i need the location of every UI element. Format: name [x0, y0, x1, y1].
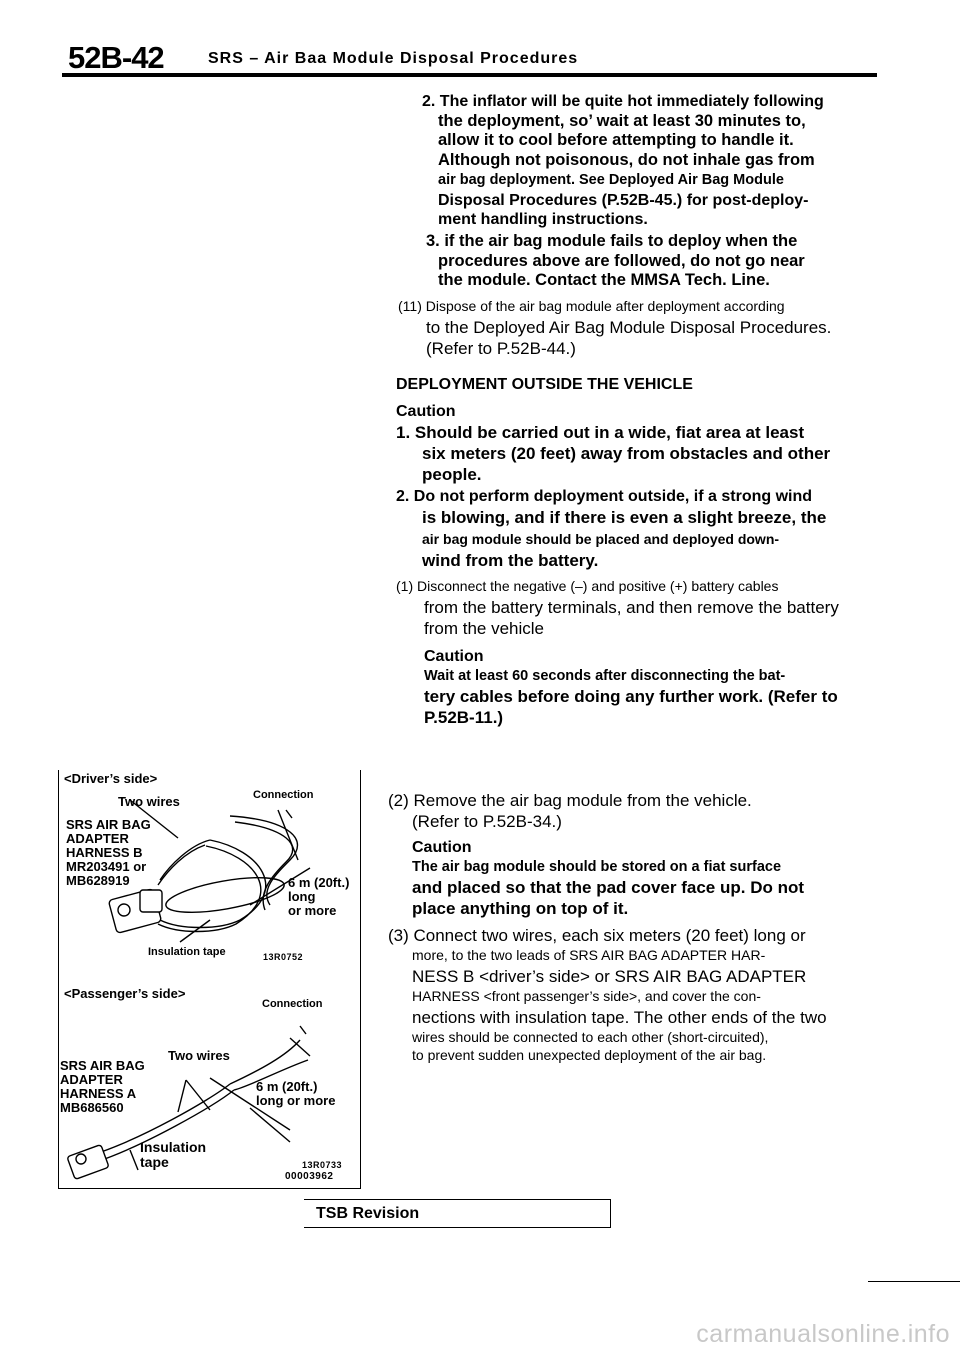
deployment-heading: DEPLOYMENT OUTSIDE THE VEHICLE [396, 375, 693, 393]
driver-tape-label: Insulation tape [148, 946, 226, 958]
tsb-revision-box [304, 1199, 611, 1228]
step-1: (1) Disconnect the negative (–) and posi… [396, 578, 839, 638]
top-text-column: 2. The inflator will be quite hot immedi… [396, 92, 874, 728]
corner-rule [868, 1281, 960, 1282]
driver-side-label: <Driver’s side> [64, 771, 158, 786]
passenger-side-label: <Passenger’s side> [64, 986, 186, 1001]
passenger-adapter-label: SRS AIR BAG ADAPTER HARNESS A MB686560 [60, 1058, 145, 1115]
caution-label-1: Caution [396, 403, 456, 421]
tsb-revision-label: TSB Revision [316, 1205, 420, 1222]
caution-1: 1. Should be carried out in a wide, fiat… [396, 423, 831, 485]
step-2: (2) Remove the air bag module from the v… [388, 791, 752, 831]
driver-connection-label: Connection [253, 789, 314, 801]
note-item-2: 2. The inflator will be quite hot immedi… [422, 93, 824, 229]
wiring-illustration [67, 799, 311, 1180]
passenger-two-wires-label: Two wires [168, 1048, 230, 1063]
driver-figure-code: 13R0752 [263, 952, 304, 962]
figure-id-code: 00003962 [285, 1171, 334, 1182]
header-rule [62, 73, 877, 77]
passenger-connection-label: Connection [262, 998, 323, 1010]
caution-label-2: Caution [424, 647, 484, 665]
header-title: SRS – Air Baa Module Disposal Procedures [208, 50, 579, 67]
driver-two-wires-label: Two wires [118, 794, 180, 809]
caution-wait: Wait at least 60 seconds after disconnec… [424, 667, 838, 728]
caution-2: 2. Do not perform deployment outside, if… [396, 488, 827, 571]
watermark: carmanualsonline.info [696, 1320, 950, 1348]
step-11: (11) Dispose of the air bag module after… [398, 298, 832, 358]
note-item-3: 3. if the air bag module fails to deploy… [426, 231, 805, 290]
driver-adapter-label: SRS AIR BAG ADAPTER HARNESS B MR203491 o… [66, 817, 151, 888]
step-3: (3) Connect two wires, each six meters (… [388, 926, 827, 1063]
driver-length-label: 6 m (20ft.) long or more [288, 875, 350, 918]
page-number: 52B-42 [68, 40, 165, 75]
passenger-length-label: 6 m (20ft.) long or more [256, 1079, 336, 1108]
caution-3: The air bag module should be stored on a… [412, 858, 805, 919]
lower-text-column: (2) Remove the air bag module from the v… [388, 790, 878, 1064]
figure-frame [58, 770, 361, 1189]
caution-label-3: Caution [412, 839, 472, 856]
passenger-tape-label: Insulation tape [140, 1139, 207, 1170]
passenger-figure-code: 13R0733 [302, 1160, 343, 1170]
